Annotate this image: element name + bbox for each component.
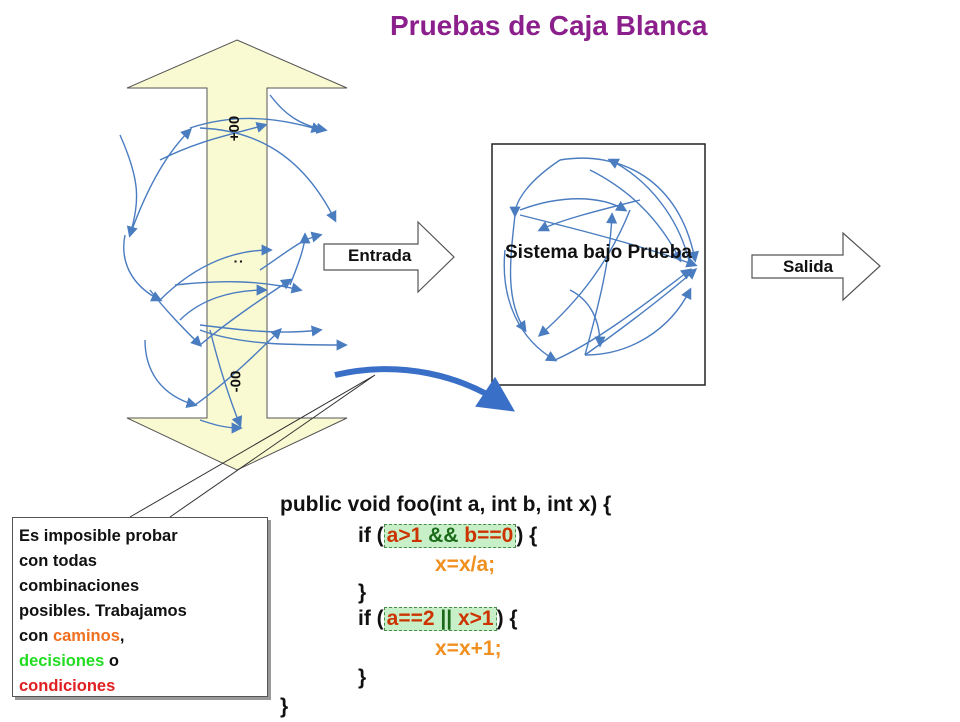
code-if1: if (a>1 && b==0) { [358, 521, 537, 551]
code-stmt1: x=x/a; [435, 553, 496, 576]
code-signature: public void foo(int a, int b, int x) { [280, 493, 612, 516]
input-label: Entrada [348, 246, 412, 265]
cond-a: a==2 [386, 607, 435, 630]
note-line: Es imposible probar [19, 527, 178, 545]
note-caminos: caminos [52, 627, 120, 645]
axis-top-label: +00 [226, 115, 244, 142]
page-title: Pruebas de Caja Blanca [390, 10, 708, 41]
axis-mid-label: : [229, 259, 246, 264]
note-decisiones: decisiones [19, 652, 105, 670]
code-if2: if (a==2 || x>1) { [358, 604, 518, 634]
path-curves [119, 94, 348, 434]
code-brace-end: } [280, 695, 289, 718]
code-if1-close: ) { [516, 524, 538, 547]
cond-op: || [434, 607, 458, 630]
code-if2-keyword: if ( [358, 607, 384, 630]
code-stmt2: x=x+1; [435, 637, 502, 660]
axis-bottom-label: -00 [227, 370, 245, 393]
cond-b: x>1 [457, 607, 494, 630]
range-double-arrow [126, 39, 348, 471]
code-if1-keyword: if ( [358, 524, 384, 547]
output-arrow [751, 231, 881, 302]
cond-op: && [422, 524, 465, 547]
code-brace1: } [358, 581, 367, 604]
note-line: condiciones [19, 674, 261, 699]
output-label: Salida [783, 257, 834, 276]
code-if2-close: ) { [496, 607, 518, 630]
note-callout: Es imposible probar con todas combinacio… [12, 517, 268, 697]
note-o: o [108, 652, 119, 670]
cond-b: b==0 [464, 524, 514, 547]
input-arrow [323, 220, 455, 294]
note-line: combinaciones [19, 577, 140, 595]
note-con: con [19, 627, 49, 645]
code-brace2: } [358, 666, 367, 689]
code-pointer-arrow [334, 366, 515, 412]
system-label: Sistema bajo Prueba [505, 242, 692, 263]
code-if2-condition: a==2 || x>1 [383, 607, 497, 631]
note-line: con caminos, [19, 624, 261, 649]
code-if1-condition: a>1 && b==0 [383, 524, 517, 548]
callout-pointer [129, 374, 376, 518]
note-line: posibles. Trabajamos [19, 602, 187, 620]
note-line: con todas [19, 552, 97, 570]
note-comma: , [119, 627, 125, 645]
note-line: decisiones o [19, 649, 261, 674]
note-condiciones: condiciones [19, 677, 116, 695]
cond-a: a>1 [386, 524, 423, 547]
system-curves [503, 157, 699, 362]
